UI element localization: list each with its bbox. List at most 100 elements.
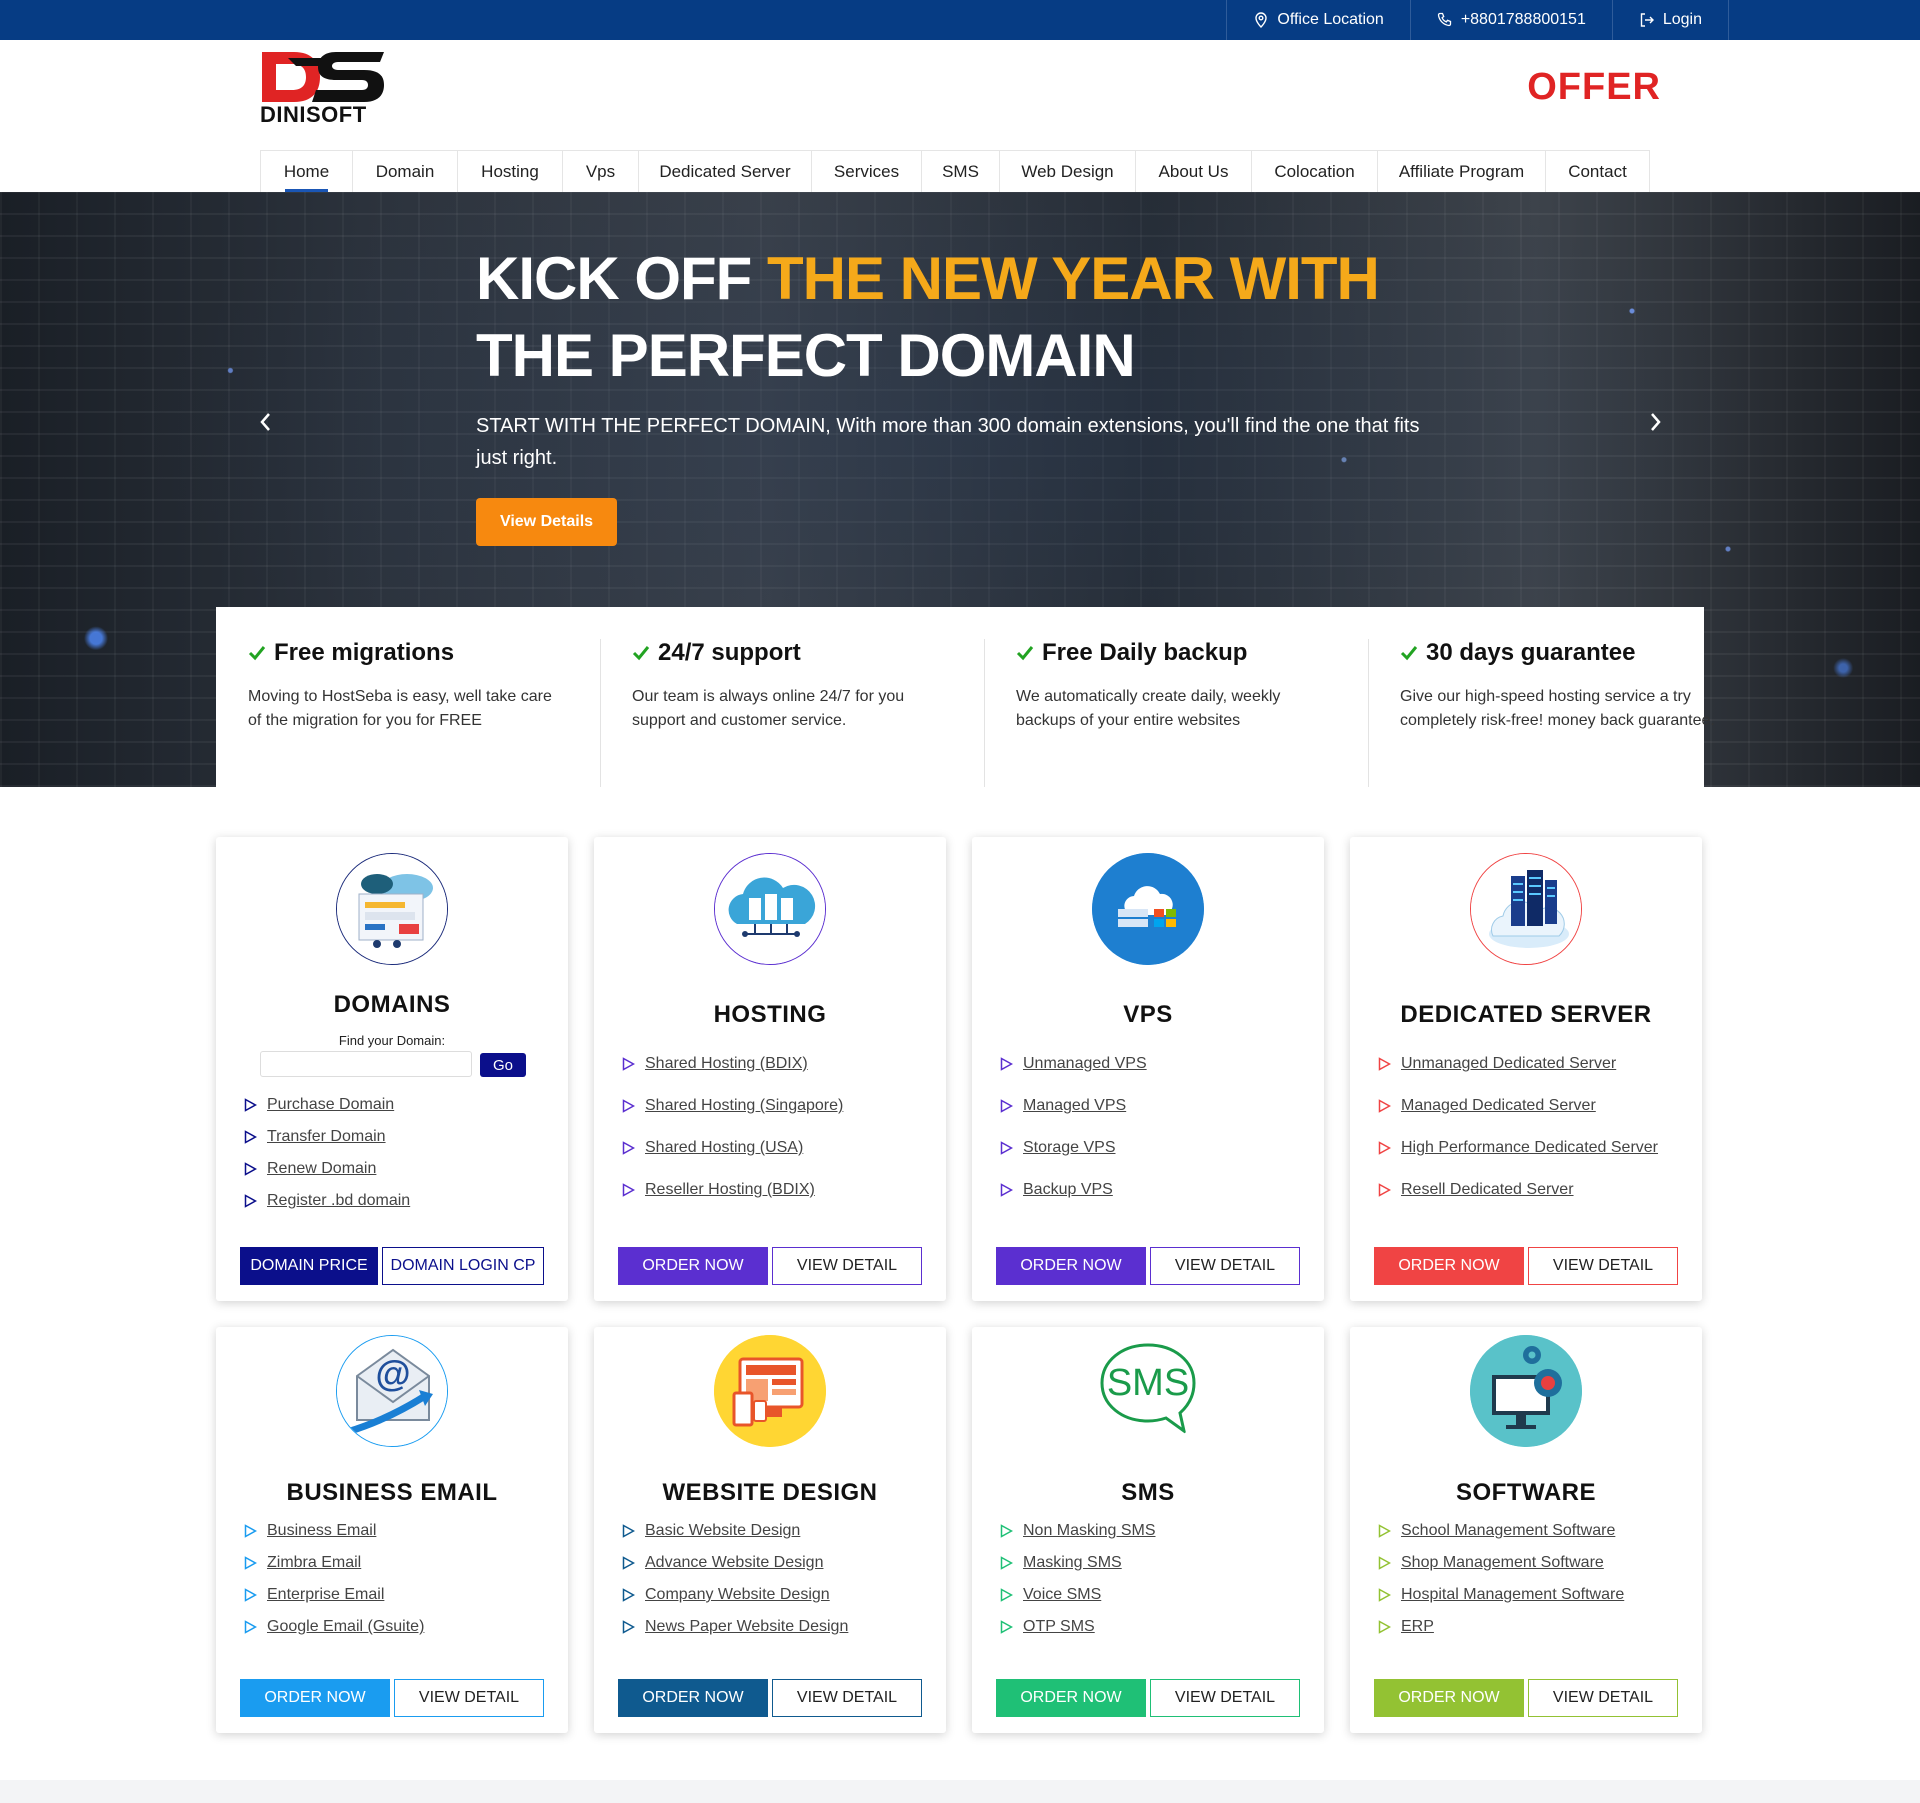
- cloud-servers-icon: [714, 853, 826, 965]
- list-item[interactable]: Reseller Hosting (BDIX): [622, 1169, 843, 1211]
- order-now-button[interactable]: ORDER NOW: [618, 1247, 768, 1285]
- feature-title: Free migrations: [248, 639, 568, 667]
- nav-services[interactable]: Services: [811, 151, 921, 192]
- nav-domain[interactable]: Domain: [352, 151, 457, 192]
- list-item[interactable]: Non Masking SMS: [1000, 1515, 1156, 1547]
- list-item[interactable]: Unmanaged VPS: [1000, 1043, 1147, 1085]
- offer-link[interactable]: OFFER: [1527, 66, 1661, 108]
- vps-links: Unmanaged VPS Managed VPS Storage VPS Ba…: [1000, 1043, 1147, 1211]
- list-item[interactable]: Voice SMS: [1000, 1579, 1156, 1611]
- nav-affiliate-program[interactable]: Affiliate Program: [1377, 151, 1545, 192]
- domains-title: DOMAINS: [333, 991, 451, 1018]
- list-item[interactable]: Advance Website Design: [622, 1547, 848, 1579]
- hero-next-arrow[interactable]: [1640, 402, 1670, 442]
- triangle-right-icon: [1378, 1524, 1391, 1538]
- domain-price-button[interactable]: DOMAIN PRICE: [240, 1247, 378, 1285]
- order-now-button[interactable]: ORDER NOW: [618, 1679, 768, 1717]
- list-item[interactable]: Company Website Design: [622, 1579, 848, 1611]
- list-item[interactable]: School Management Software: [1378, 1515, 1624, 1547]
- order-now-button[interactable]: ORDER NOW: [996, 1679, 1146, 1717]
- view-detail-button[interactable]: VIEW DETAIL: [1528, 1679, 1678, 1717]
- link-text: High Performance Dedicated Server: [1401, 1139, 1659, 1156]
- link-text: Shared Hosting (Singapore): [645, 1097, 844, 1114]
- nav-vps[interactable]: Vps: [562, 151, 638, 192]
- list-item[interactable]: Google Email (Gsuite): [244, 1611, 424, 1643]
- list-item[interactable]: High Performance Dedicated Server: [1378, 1127, 1658, 1169]
- list-item[interactable]: Renew Domain: [244, 1153, 410, 1185]
- list-item[interactable]: Shared Hosting (USA): [622, 1127, 843, 1169]
- software-buttons: ORDER NOW VIEW DETAIL: [1374, 1679, 1678, 1717]
- link-text: Shared Hosting (USA): [645, 1139, 804, 1156]
- list-item[interactable]: Register .bd domain: [244, 1185, 410, 1217]
- phone-link[interactable]: +8801788800151: [1409, 0, 1612, 40]
- order-now-button[interactable]: ORDER NOW: [1374, 1247, 1524, 1285]
- hero-title-highlight: THE NEW YEAR WITH: [766, 245, 1380, 312]
- triangle-right-icon: [1000, 1141, 1013, 1155]
- triangle-right-icon: [244, 1588, 257, 1602]
- nav-about-us[interactable]: About Us: [1135, 151, 1251, 192]
- list-item[interactable]: Shared Hosting (BDIX): [622, 1043, 843, 1085]
- nav-contact[interactable]: Contact: [1545, 151, 1650, 192]
- list-item[interactable]: Backup VPS: [1000, 1169, 1147, 1211]
- business-email-title: BUSINESS EMAIL: [286, 1479, 498, 1506]
- login-link[interactable]: Login: [1611, 0, 1729, 40]
- view-detail-button[interactable]: VIEW DETAIL: [772, 1679, 922, 1717]
- hero-prev-arrow[interactable]: [251, 402, 281, 442]
- list-item[interactable]: Storage VPS: [1000, 1127, 1147, 1169]
- view-detail-button[interactable]: VIEW DETAIL: [1528, 1247, 1678, 1285]
- triangle-right-icon: [622, 1588, 635, 1602]
- nav-hosting[interactable]: Hosting: [457, 151, 562, 192]
- list-item[interactable]: Managed Dedicated Server: [1378, 1085, 1658, 1127]
- list-item[interactable]: Enterprise Email: [244, 1579, 424, 1611]
- list-item[interactable]: Masking SMS: [1000, 1547, 1156, 1579]
- triangle-right-icon: [1000, 1183, 1013, 1197]
- list-item[interactable]: Zimbra Email: [244, 1547, 424, 1579]
- list-item[interactable]: Resell Dedicated Server: [1378, 1169, 1658, 1211]
- sms-title: SMS: [1121, 1479, 1175, 1506]
- domain-search-input[interactable]: [260, 1051, 472, 1077]
- list-item[interactable]: Shared Hosting (Singapore): [622, 1085, 843, 1127]
- nav-web-design[interactable]: Web Design: [999, 151, 1135, 192]
- vps-title: VPS: [1123, 1001, 1173, 1028]
- triangle-right-icon: [1378, 1620, 1391, 1634]
- dedicated-server-title: DEDICATED SERVER: [1400, 1001, 1652, 1028]
- list-item[interactable]: Basic Website Design: [622, 1515, 848, 1547]
- nav-home[interactable]: Home: [260, 151, 352, 192]
- web-design-monitor-icon: [714, 1335, 826, 1447]
- hero-subtitle: START WITH THE PERFECT DOMAIN, With more…: [476, 415, 1420, 469]
- nav-dedicated-server[interactable]: Dedicated Server: [638, 151, 811, 192]
- webdesign-links: Basic Website Design Advance Website Des…: [622, 1515, 848, 1643]
- list-item[interactable]: Shop Management Software: [1378, 1547, 1624, 1579]
- login-icon: [1640, 13, 1654, 27]
- webdesign-buttons: ORDER NOW VIEW DETAIL: [618, 1679, 922, 1717]
- list-item[interactable]: OTP SMS: [1000, 1611, 1156, 1643]
- list-item[interactable]: Transfer Domain: [244, 1121, 410, 1153]
- hero-title: KICK OFF THE NEW YEAR WITH THE PERFECT D…: [476, 240, 1380, 394]
- order-now-button[interactable]: ORDER NOW: [240, 1679, 390, 1717]
- list-item[interactable]: Business Email: [244, 1515, 424, 1547]
- view-detail-button[interactable]: VIEW DETAIL: [772, 1247, 922, 1285]
- order-now-button[interactable]: ORDER NOW: [996, 1247, 1146, 1285]
- nav-colocation[interactable]: Colocation: [1251, 151, 1377, 192]
- order-now-button[interactable]: ORDER NOW: [1374, 1679, 1524, 1717]
- dinisoft-logo[interactable]: DINISOFT: [260, 50, 385, 127]
- view-detail-button[interactable]: VIEW DETAIL: [394, 1679, 544, 1717]
- login-label: Login: [1662, 11, 1702, 28]
- view-detail-button[interactable]: VIEW DETAIL: [1150, 1679, 1300, 1717]
- domain-go-button[interactable]: Go: [480, 1053, 526, 1077]
- list-item[interactable]: News Paper Website Design: [622, 1611, 848, 1643]
- office-location-link[interactable]: Office Location: [1226, 0, 1409, 40]
- view-details-button[interactable]: View Details: [476, 498, 617, 546]
- nav-sms[interactable]: SMS: [921, 151, 999, 192]
- link-text: Resell Dedicated Server: [1401, 1181, 1574, 1198]
- link-text: Hospital Management Software: [1401, 1586, 1625, 1603]
- list-item[interactable]: Managed VPS: [1000, 1085, 1147, 1127]
- domain-login-cp-button[interactable]: DOMAIN LOGIN CP: [382, 1247, 544, 1285]
- list-item[interactable]: ERP: [1378, 1611, 1624, 1643]
- list-item[interactable]: Unmanaged Dedicated Server: [1378, 1043, 1658, 1085]
- view-detail-button[interactable]: VIEW DETAIL: [1150, 1247, 1300, 1285]
- svg-text:@: @: [375, 1353, 410, 1394]
- list-item[interactable]: Purchase Domain: [244, 1089, 410, 1121]
- list-item[interactable]: Hospital Management Software: [1378, 1579, 1624, 1611]
- triangle-right-icon: [1000, 1524, 1013, 1538]
